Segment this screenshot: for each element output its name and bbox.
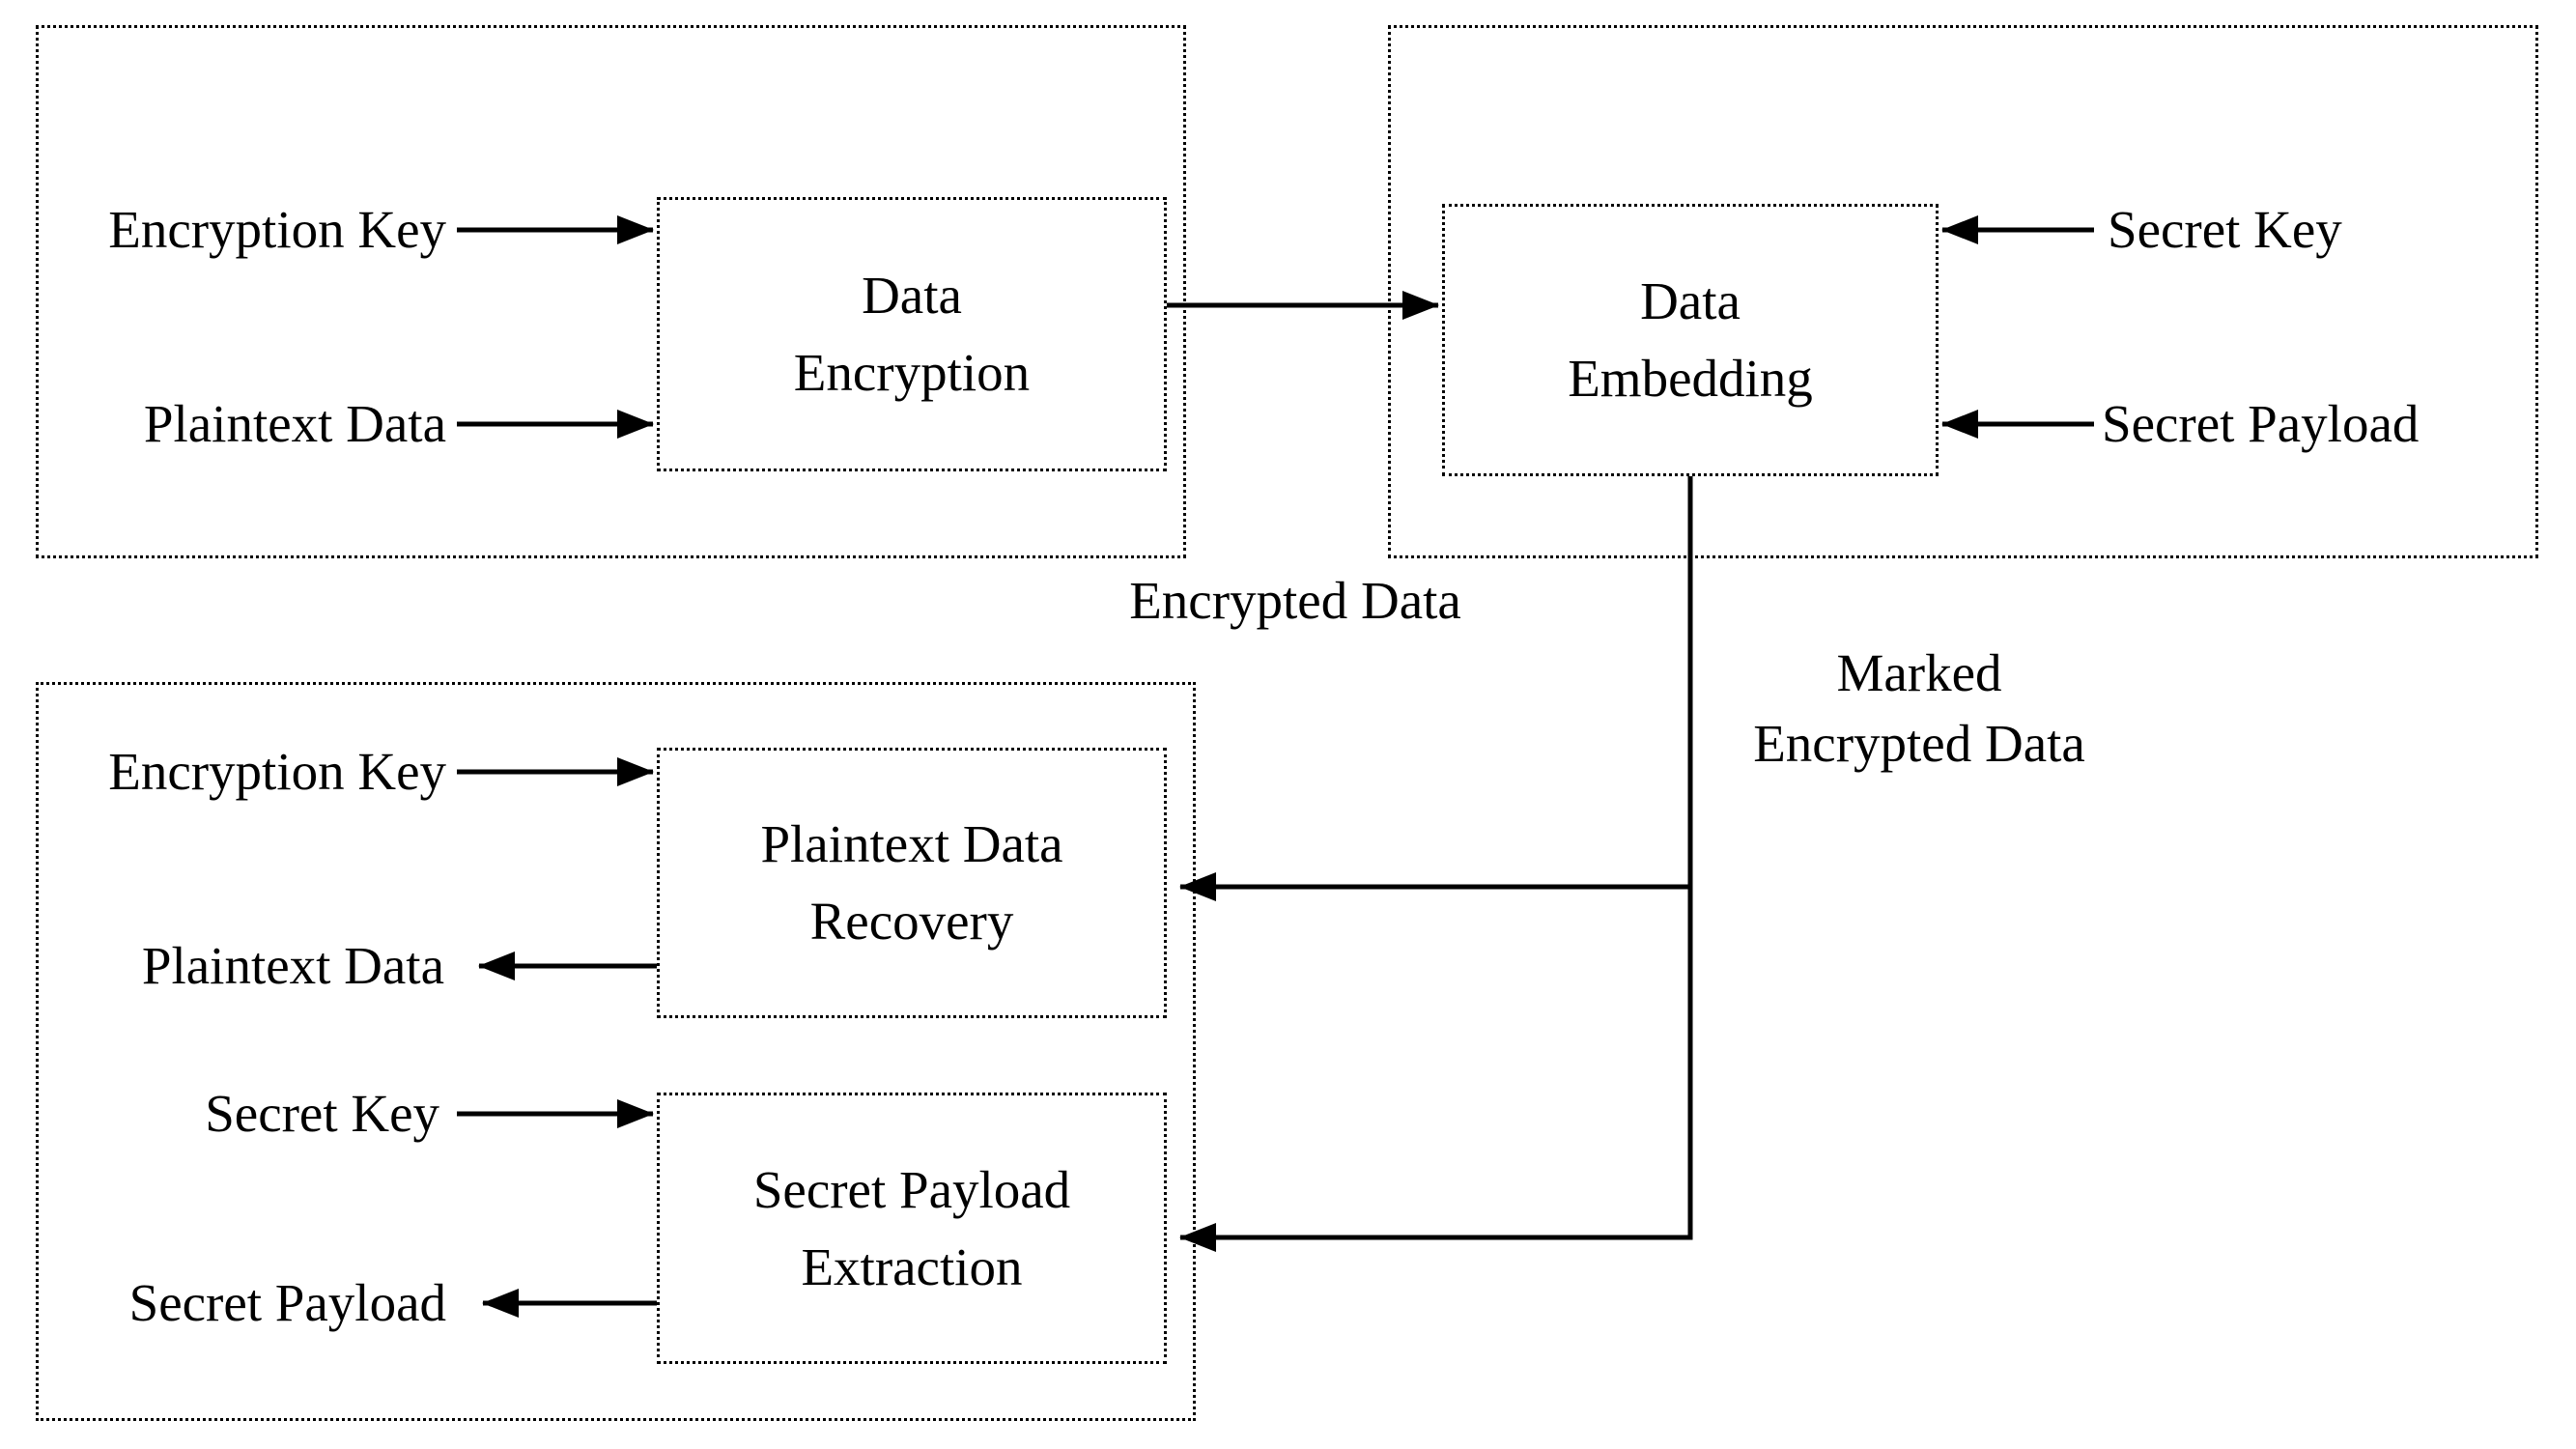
marked-encrypted-data-edge-label: Marked Encrypted Data bbox=[1753, 643, 2085, 774]
secret-key-embed-label: Secret Key bbox=[2108, 200, 2342, 259]
secret-payload-extraction-label: Secret Payload Extraction bbox=[752, 1159, 1071, 1296]
plaintext-data-out-label: Plaintext Data bbox=[141, 936, 444, 995]
data-encryption-box: Data Encryption bbox=[657, 197, 1167, 471]
encryption-key-bottom-label: Encryption Key bbox=[108, 742, 446, 801]
secret-payload-embed-label: Secret Payload bbox=[2102, 394, 2420, 453]
plaintext-data-in-label: Plaintext Data bbox=[143, 394, 446, 453]
encryption-key-top-label: Encryption Key bbox=[108, 200, 446, 259]
data-encryption-label: Data Encryption bbox=[793, 266, 1031, 402]
secret-payload-out-label: Secret Payload bbox=[128, 1273, 446, 1332]
secret-payload-extraction-box: Secret Payload Extraction bbox=[657, 1093, 1167, 1364]
data-embedding-box: Data Embedding bbox=[1442, 204, 1939, 476]
plaintext-data-recovery-label: Plaintext Data Recovery bbox=[760, 814, 1063, 951]
encrypted-data-edge-label: Encrypted Data bbox=[1129, 571, 1461, 630]
embedding-phase-container bbox=[1388, 25, 2538, 558]
encryption-phase-container bbox=[36, 25, 1186, 558]
secret-key-extract-label: Secret Key bbox=[205, 1084, 439, 1143]
plaintext-data-recovery-box: Plaintext Data Recovery bbox=[657, 748, 1167, 1018]
data-embedding-label: Data Embedding bbox=[1568, 271, 1813, 408]
